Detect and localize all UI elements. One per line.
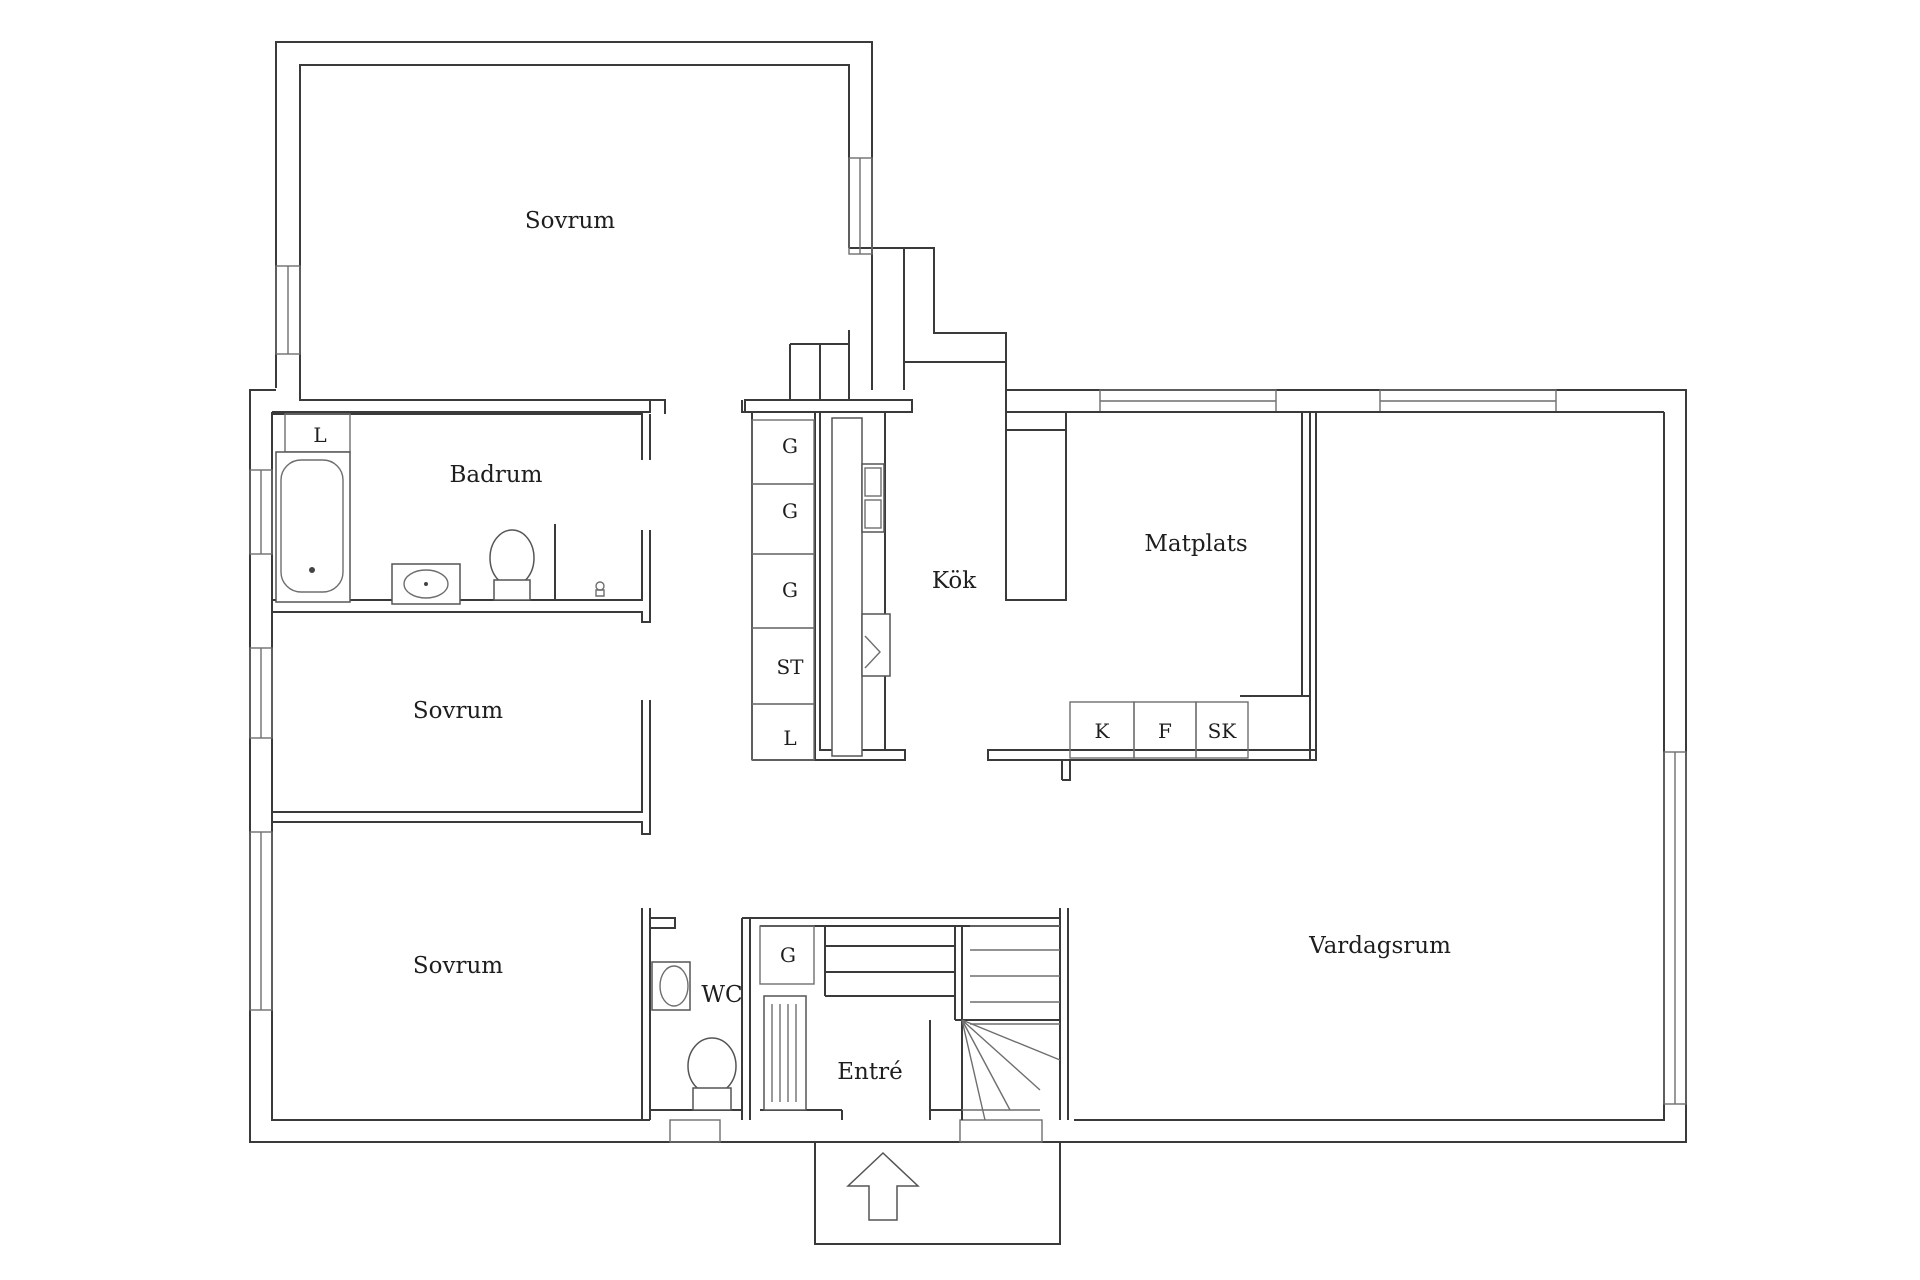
bathtub-icon xyxy=(275,451,351,603)
hall-cabinet xyxy=(759,925,815,985)
room-label-vardagsrum: Vardagsrum xyxy=(1308,933,1451,959)
room-label-wc: WC xyxy=(701,982,742,1008)
toilet-icon xyxy=(687,1037,737,1111)
entrance-steps xyxy=(814,1142,1061,1245)
unit-labels: L G G G ST L K F SK G xyxy=(313,423,1237,967)
unit-label-dining-sk: SK xyxy=(1208,719,1238,743)
room-labels: Sovrum Badrum Sovrum Sovrum Kök Matplats… xyxy=(413,208,1451,1085)
room-label-matplats: Matplats xyxy=(1144,531,1247,557)
interior-walls xyxy=(272,400,1664,1121)
unit-label-dining-f: F xyxy=(1158,719,1172,743)
bathroom-fixtures xyxy=(275,413,605,605)
unit-label-kitchen-g1: G xyxy=(782,434,798,458)
unit-label-dining-k: K xyxy=(1095,719,1111,743)
sink-icon xyxy=(651,961,691,1011)
room-label-entre: Entré xyxy=(837,1059,902,1085)
unit-label-kitchen-g3: G xyxy=(782,578,798,602)
wc-fixtures xyxy=(651,961,737,1111)
unit-label-kitchen-st: ST xyxy=(776,655,804,679)
kitchen-island xyxy=(831,417,863,757)
room-label-sovrum-low: Sovrum xyxy=(413,953,503,979)
entry-arrow-icon xyxy=(846,1151,920,1221)
room-label-sovrum-top: Sovrum xyxy=(525,208,615,234)
windows xyxy=(249,157,1687,1143)
unit-label-bath-l: L xyxy=(313,423,326,447)
room-label-badrum: Badrum xyxy=(450,462,543,488)
sink-icon xyxy=(391,563,461,605)
dishwasher-icon xyxy=(861,613,891,677)
kitchen-appliances xyxy=(751,417,1249,761)
room-label-sovrum-mid: Sovrum xyxy=(413,698,503,724)
unit-label-kitchen-g2: G xyxy=(782,499,798,523)
toilet-icon xyxy=(489,529,535,601)
hall-radiator xyxy=(763,995,807,1111)
unit-label-kitchen-l: L xyxy=(783,726,796,750)
unit-label-hall-g: G xyxy=(780,943,796,967)
kitchen-sink-icon xyxy=(861,463,885,533)
room-label-kok: Kök xyxy=(932,568,977,594)
